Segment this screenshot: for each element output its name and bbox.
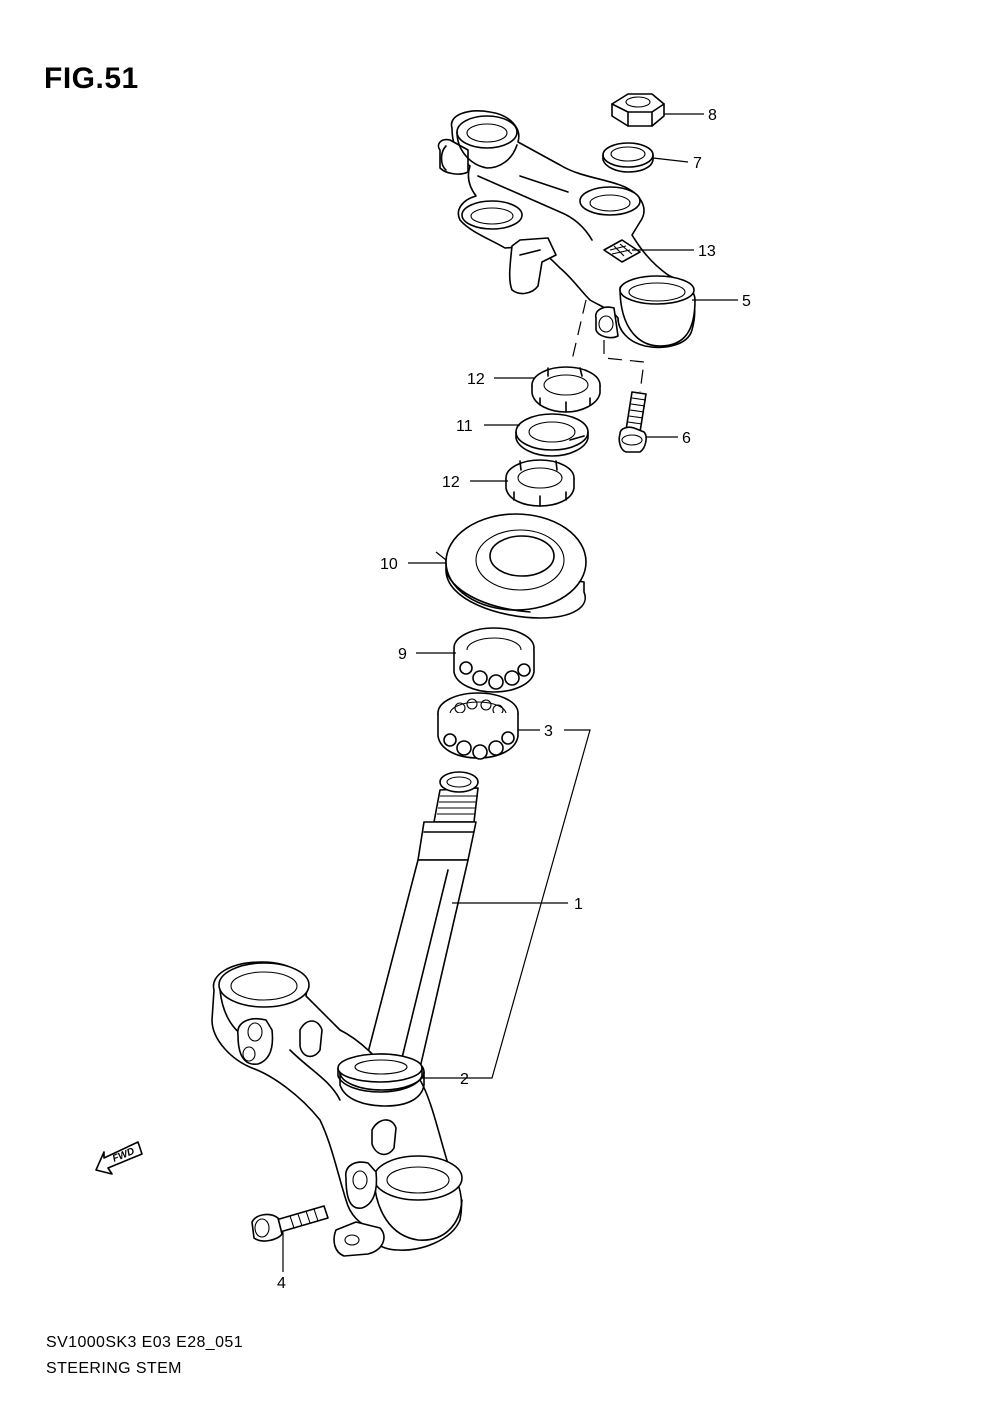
callout-1: 1 [574,896,583,913]
stem-washer [602,142,654,173]
callout-12-lower: 12 [442,474,460,491]
model-code: SV1000SK3 E03 E28_051 [46,1334,244,1351]
upper-bearing [453,627,535,693]
callout-10: 10 [380,556,398,573]
callout-5: 5 [742,293,751,310]
steering-dust-cover [445,513,587,619]
lock-nut-upper [531,366,601,413]
callout-6: 6 [682,430,691,447]
section-name: STEERING STEM [46,1360,182,1377]
leader-lines [282,113,738,1272]
callout-labels: 8 7 13 5 12 6 11 12 10 9 3 1 2 4 [277,107,751,1292]
callout-7: 7 [693,155,702,172]
callout-13: 13 [698,243,716,260]
lower-bearing [437,692,519,760]
lower-pinch-bolt [251,1205,329,1242]
callout-3: 3 [544,723,553,740]
alignment-lines [435,299,645,561]
pinch-bolt [618,391,647,453]
callout-2: 2 [460,1071,469,1088]
callout-9: 9 [398,646,407,663]
upper-bracket [437,110,696,349]
callout-12-upper: 12 [467,371,485,388]
stem-dust-seal [337,1053,423,1093]
fwd-direction-marker: FWD [95,1141,143,1175]
callout-8: 8 [708,107,717,124]
callout-4: 4 [277,1275,286,1292]
steering-stem-lower-bracket [211,771,479,1257]
stem-nut [611,93,665,127]
figure-title: FIG.51 [44,62,139,95]
lock-nut-lower [505,459,575,507]
lock-washer [515,413,589,457]
callout-11: 11 [456,418,473,435]
